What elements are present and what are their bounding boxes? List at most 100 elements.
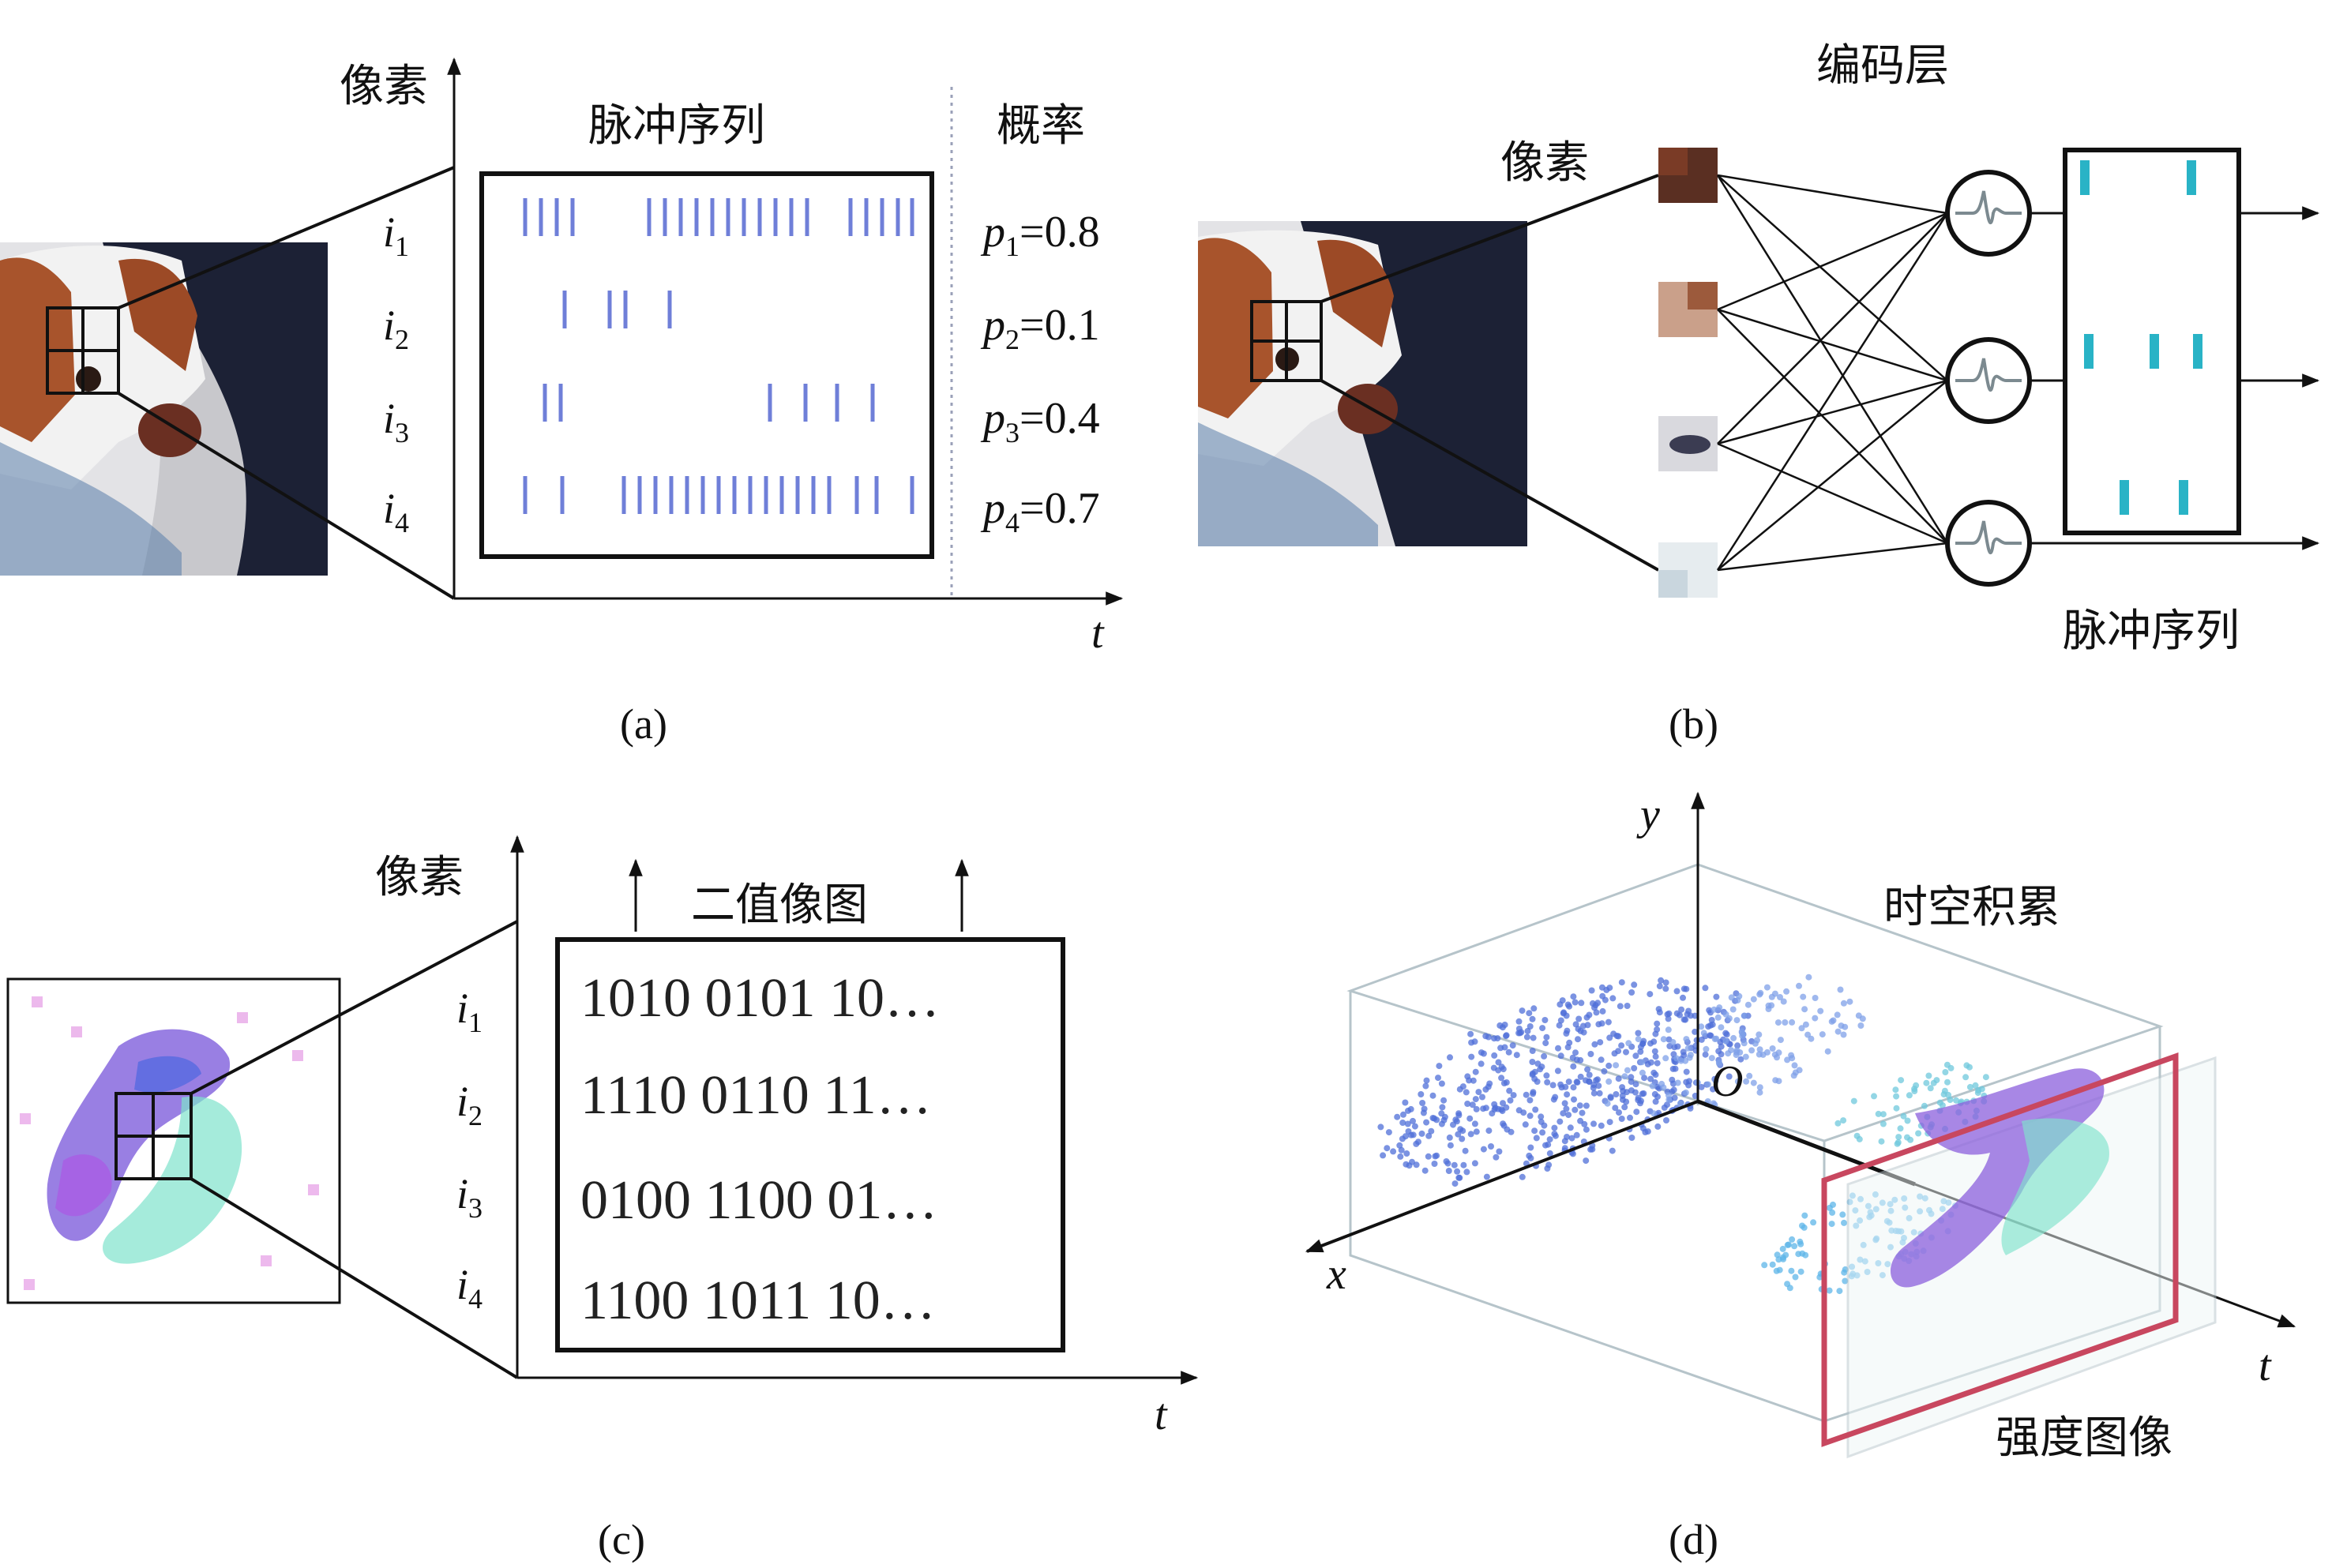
event-point-772	[1893, 1093, 1900, 1100]
event-point-638	[1782, 1019, 1789, 1026]
event-point-840	[1894, 1140, 1901, 1147]
connection-2-1	[1717, 212, 1948, 311]
event-point-613	[1665, 1096, 1673, 1103]
event-point-156	[1601, 1067, 1608, 1075]
event-point-298	[1402, 1099, 1409, 1106]
event-point-510	[1564, 1044, 1572, 1051]
probability-title: 概率	[997, 100, 1085, 152]
event-point-80	[1598, 1122, 1605, 1129]
event-point-276	[1399, 1120, 1406, 1126]
event-point-576	[1708, 1055, 1715, 1062]
event-point-461	[1576, 1102, 1583, 1109]
event-point-818	[1966, 1063, 1973, 1071]
event-point-701	[1769, 1261, 1776, 1268]
event-point-251	[1611, 1050, 1618, 1057]
event-point-589	[1712, 1078, 1719, 1084]
event-point-13	[1475, 1089, 1482, 1096]
event-point-386	[1613, 1033, 1620, 1039]
event-point-635	[1791, 1062, 1798, 1069]
event-point-466	[1410, 1117, 1416, 1124]
event-point-112	[1467, 1030, 1474, 1037]
event-point-479	[1672, 1065, 1679, 1072]
event-point-336	[1575, 1015, 1583, 1022]
output-spikes	[2080, 160, 2202, 515]
event-point-176	[1618, 979, 1625, 986]
row-label-c-i4: i4	[456, 1261, 483, 1315]
event-point-228	[1404, 1120, 1411, 1127]
event-point-827	[1904, 1134, 1910, 1141]
event-point-839	[1879, 1120, 1887, 1127]
event-point-136	[1565, 1078, 1572, 1086]
event-point-209	[1485, 1127, 1493, 1135]
event-point-512	[1563, 1105, 1570, 1112]
event-point-783	[1942, 1069, 1949, 1075]
event-point-287	[1546, 1150, 1553, 1157]
event-point-636	[1834, 1028, 1842, 1035]
event-point-755	[1799, 1222, 1805, 1229]
event-point-408	[1539, 1129, 1546, 1136]
event-point-393	[1480, 1105, 1487, 1112]
neuron-2	[1945, 337, 2032, 424]
event-point-643	[1715, 1059, 1722, 1066]
event-point-812	[1895, 1134, 1902, 1141]
event-point-622	[1780, 998, 1787, 1005]
connection-3-1	[1717, 212, 1948, 445]
event-point-312	[1544, 1165, 1551, 1172]
event-point-813	[1974, 1090, 1981, 1097]
event-point-126	[1467, 1131, 1474, 1138]
event-point-482	[1443, 1158, 1450, 1165]
event-point-71	[1587, 1146, 1594, 1153]
event-point-734	[1761, 1262, 1768, 1269]
event-point-355	[1718, 1051, 1725, 1058]
event-point-746	[1839, 1211, 1846, 1218]
event-point-78	[1556, 1022, 1563, 1029]
event-point-275	[1628, 989, 1635, 996]
event-point-409	[1433, 1152, 1440, 1159]
event-point-554	[1684, 1045, 1692, 1052]
event-point-403	[1652, 1030, 1659, 1037]
event-point-160	[1418, 1091, 1425, 1097]
event-point-500	[1544, 1078, 1551, 1086]
event-point-153	[1570, 1084, 1577, 1091]
event-point-215	[1438, 1080, 1445, 1087]
event-point-427	[1504, 1126, 1511, 1133]
event-point-501	[1652, 1053, 1659, 1060]
event-point-468	[1618, 1116, 1625, 1122]
event-point-629	[1805, 973, 1812, 981]
event-point-644	[1837, 986, 1844, 993]
event-point-522	[1750, 1079, 1757, 1086]
event-point-553	[1824, 1048, 1831, 1055]
event-point-457	[1527, 1144, 1534, 1151]
event-point-586	[1801, 1006, 1808, 1013]
event-point-714	[1779, 1245, 1786, 1252]
event-point-664	[1788, 1267, 1795, 1274]
pixel-patches	[1658, 148, 1718, 598]
event-point-607	[1726, 1015, 1733, 1022]
event-point-828	[1923, 1079, 1930, 1086]
event-point-648	[1846, 998, 1853, 1005]
output-spike-r2-3	[2193, 334, 2202, 369]
event-point-517	[1687, 1012, 1694, 1019]
event-point-789	[1947, 1097, 1954, 1103]
bits-row-3: 0100 1100 01…	[580, 1170, 937, 1231]
event-point-578	[1730, 1034, 1737, 1041]
event-point-608	[1783, 988, 1790, 995]
event-point-415	[1631, 981, 1638, 988]
event-point-462	[1598, 984, 1605, 991]
event-point-168	[1551, 1131, 1558, 1138]
event-point-316	[1451, 1161, 1458, 1168]
event-point-762	[1784, 1241, 1791, 1248]
event-point-364	[1436, 1063, 1443, 1070]
event-point-407	[1480, 1146, 1487, 1153]
intensity-image-label: 强度图像	[1996, 1412, 2172, 1464]
event-point-245	[1577, 1117, 1584, 1124]
event-point-720	[1773, 1267, 1780, 1274]
prob-p4: p4=0.7	[980, 484, 1100, 538]
event-point-821	[1850, 1097, 1857, 1105]
event-point-237	[1651, 1048, 1658, 1055]
event-point-452	[1471, 1120, 1478, 1127]
event-point-653	[1711, 1006, 1718, 1013]
event-point-182	[1596, 1090, 1603, 1097]
event-point-650	[1777, 994, 1783, 1000]
event-point-652	[1812, 1015, 1819, 1022]
